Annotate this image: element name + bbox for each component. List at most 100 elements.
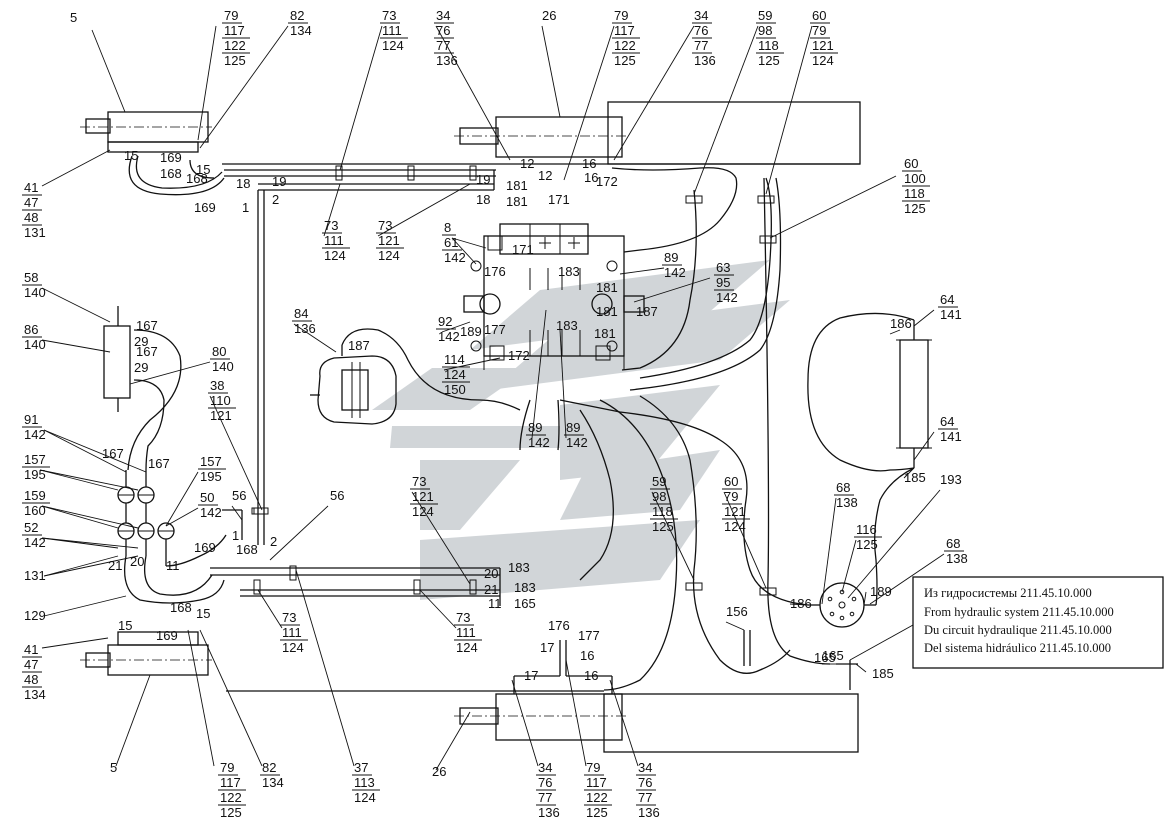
- callout-text: 195: [24, 467, 46, 482]
- port-mark: 20: [130, 554, 144, 569]
- port-mark: 15: [196, 606, 210, 621]
- callout-text: 142: [664, 265, 686, 280]
- leader-line: [651, 491, 695, 581]
- callout-text: 124: [456, 640, 478, 655]
- port-mark: 169: [160, 150, 182, 165]
- leader-line: [231, 505, 243, 521]
- callout-text: 77: [638, 790, 652, 805]
- leader-line: [43, 595, 127, 617]
- callout-text: 125: [220, 805, 242, 820]
- callout-text: 113: [354, 775, 375, 790]
- port-mark: 168: [236, 542, 258, 557]
- callout-text: 73: [282, 610, 296, 625]
- callout-text: 124: [444, 367, 466, 382]
- callout-text: 59: [652, 474, 666, 489]
- port-mark: 19: [476, 172, 490, 187]
- leader-line: [451, 237, 487, 249]
- callout-text: 185: [904, 470, 926, 485]
- callout-text: 138: [946, 551, 968, 566]
- callout-text: 60: [812, 8, 826, 23]
- leader-line: [559, 329, 567, 439]
- leader-line: [435, 25, 511, 161]
- callout-c60: 186: [890, 316, 912, 331]
- callout-text: 82: [262, 760, 276, 775]
- leader-line: [723, 491, 767, 589]
- callout-text: 122: [220, 790, 242, 805]
- pipes-bottom-middle: [513, 640, 613, 694]
- callout-text: 159: [24, 488, 46, 503]
- leader-line: [41, 637, 109, 649]
- leader-line: [41, 537, 139, 549]
- port-mark: 181: [596, 304, 618, 319]
- callout-text: 50: [200, 490, 214, 505]
- leader-line: [613, 25, 695, 161]
- leader-line: [435, 711, 471, 771]
- callout-text: 34: [538, 760, 552, 775]
- leader-line: [541, 25, 561, 118]
- callout-text: 60: [724, 474, 738, 489]
- callout-text: 79: [220, 760, 234, 775]
- leader-line: [441, 321, 471, 333]
- callout-text: 52: [24, 520, 38, 535]
- port-mark: 181: [506, 194, 528, 209]
- callout-text: 56: [232, 488, 246, 503]
- callout-c61: 186: [790, 596, 812, 611]
- callout-c43: 129: [24, 608, 46, 623]
- callout-text: 48: [24, 210, 38, 225]
- callout-text: 185: [872, 666, 894, 681]
- port-mark: 183: [556, 318, 578, 333]
- leader-line: [41, 339, 111, 353]
- port-mark: 172: [596, 174, 618, 189]
- callout-text: 116: [856, 522, 877, 537]
- callout-text: 118: [904, 186, 925, 201]
- port-mark: 12: [520, 156, 534, 171]
- callout-text: 64: [940, 414, 954, 429]
- leader-line: [323, 183, 341, 237]
- cylinder-bottom-middle: [226, 690, 859, 753]
- callout-text: 111: [324, 233, 344, 248]
- legend-box: Из гидросистемы 211.45.10.000 From hydra…: [849, 576, 1164, 669]
- callout-text: 131: [24, 568, 46, 583]
- callout-text: 124: [378, 248, 400, 263]
- port-mark: 183: [508, 560, 530, 575]
- callout-text: 124: [812, 53, 834, 68]
- callout-text: 117: [586, 775, 607, 790]
- callout-text: 76: [436, 23, 450, 38]
- callout-c63: 165: [822, 648, 844, 663]
- callout-c62: 189: [870, 584, 892, 599]
- callout-text: 76: [694, 23, 708, 38]
- leader-line: [41, 287, 111, 323]
- leader-line: [419, 589, 457, 629]
- callout-text: 134: [290, 23, 312, 38]
- callout-text: 186: [890, 316, 912, 331]
- callout-text: 64: [940, 292, 954, 307]
- callout-text: 134: [262, 775, 284, 790]
- callout-text: 8: [444, 220, 451, 235]
- callout-text: 26: [432, 764, 446, 779]
- callout-text: 95: [716, 275, 730, 290]
- callout-text: 165: [822, 648, 844, 663]
- callout-text: 60: [904, 156, 918, 171]
- callout-text: 125: [652, 519, 674, 534]
- leader-line: [633, 277, 711, 303]
- callout-text: 5: [110, 760, 117, 775]
- leader-line: [129, 361, 211, 385]
- callout-text: 73: [324, 218, 338, 233]
- callout-text: 48: [24, 672, 38, 687]
